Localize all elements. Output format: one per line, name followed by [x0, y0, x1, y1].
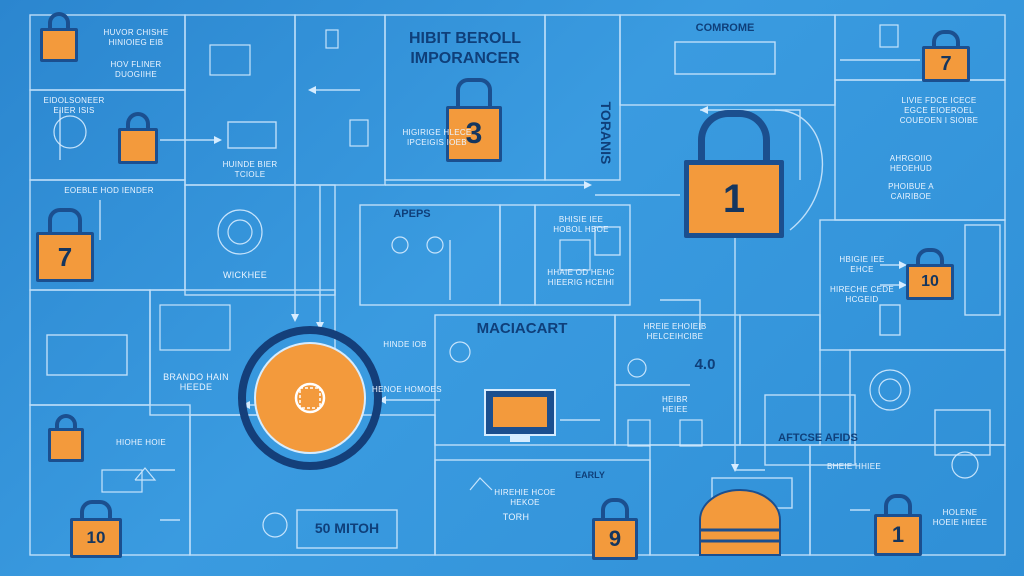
panel-topmid-2 [294, 14, 386, 186]
clipboard-icon [349, 119, 369, 147]
label-r1: LIVIE FDCE ICECE EGCE EIOEROEL COUEOEN I… [899, 96, 979, 125]
label-r5: HIRECHE CEDE HCGEID [829, 285, 895, 304]
panel-aftcse [764, 394, 856, 466]
gear-icon [217, 209, 263, 255]
lock-top-left [40, 12, 78, 62]
title-line-2: IMPORANCER [410, 50, 520, 67]
maciacart-label: MACIACART [476, 320, 568, 337]
early-label: EARLY [575, 470, 605, 480]
label-mid1: HUINDE BIER TCIOLE [222, 160, 278, 179]
label-cm3: HREIE EHOIEIB HELCEIHCIBE [643, 322, 707, 341]
folder-icon [159, 304, 231, 351]
globe-icon [53, 115, 87, 149]
lock-small-b [48, 414, 84, 462]
toranis-label: TORANIS [598, 101, 614, 165]
comrome-label: COMROME [695, 22, 755, 34]
mitoh-label: 50 MITOH [314, 520, 380, 536]
panel-left-4 [29, 289, 151, 406]
lock-top-right-7: 7 [922, 30, 970, 82]
monitor-icon [484, 389, 556, 442]
label-b2: HINDE IOB [383, 340, 427, 349]
panel-center-right [739, 314, 821, 446]
panel-mid-2 [534, 204, 631, 306]
label-r2: AHRGOIIO HEOEHUD [889, 154, 933, 173]
label-left-hub: BRANDO HAIN HEEDE [163, 372, 229, 392]
panel-right-top [834, 14, 1006, 81]
label-br2: HOLENE HOEIE HIEEE [932, 508, 988, 527]
lock-bottom-right-1: 1 [874, 494, 922, 556]
label-b3: HENOE HOMOES [372, 385, 442, 394]
central-hub [238, 326, 382, 470]
label-bottom-mid: HIREHIE HCOE HEKOE [494, 488, 556, 507]
striped-dome-icon [699, 489, 781, 556]
title-line-1: HIBIT BEROLL [409, 30, 521, 47]
label-lh: HEIBR HEIEE [662, 395, 688, 414]
hand-tool-icon [469, 477, 493, 491]
label-wicker: WICKHEE [222, 270, 268, 280]
lock-bottom-9: 9 [592, 498, 638, 560]
lock-mid-3: 3 [446, 78, 502, 162]
label-bl1: EOEBLE HOD IENDER [64, 186, 154, 195]
aeps-label: APEPS [393, 208, 431, 220]
label-tl2: HOV FLINER DUOGIIHE [110, 60, 162, 79]
label-tori: TORH [502, 512, 530, 522]
lock-small-a [118, 112, 158, 164]
aftcse-label: AFTCSE AFIDS [778, 432, 858, 444]
panel-aeps [359, 204, 501, 306]
label-tl1: HUVOR CHISHE HINIOIEG EIB [103, 28, 169, 47]
label-mid2: HIGIRIGE HLECE IPCEIGIS IOEB [402, 128, 472, 147]
panel-mid-left [184, 184, 336, 296]
label-r4: HBIGIE IEE EHCE [839, 255, 885, 274]
badge-icon [869, 369, 911, 411]
lock-bottom-left-10: 10 [70, 500, 122, 558]
amount-label: 4.0 [694, 356, 716, 373]
lock-center-1: 1 [684, 110, 784, 238]
panel-right-mini-2 [934, 409, 991, 456]
hand-icon [209, 44, 251, 76]
label-tl3: EIDOLSONEER EIIER ISIS [43, 96, 105, 115]
label-b1: HIOHE HOIE [115, 438, 167, 447]
panel-aeps-side [499, 204, 536, 306]
ring-icon [951, 451, 979, 479]
panel-right-4 [849, 349, 1006, 446]
label-cm1: BHISIE IEE HOBOL HBOE [553, 215, 609, 234]
label-br1: BHEIE HHIEE [827, 462, 881, 471]
panel-right-mini-1 [964, 224, 1001, 316]
label-cm2: HHAIE OD HEHC HIEERIG HCEIHI [547, 268, 615, 287]
lock-left-7: 7 [36, 208, 94, 282]
label-r3: PHOIBUE A CAIRIBOE [888, 182, 934, 201]
lock-right-10: 10 [906, 248, 954, 300]
